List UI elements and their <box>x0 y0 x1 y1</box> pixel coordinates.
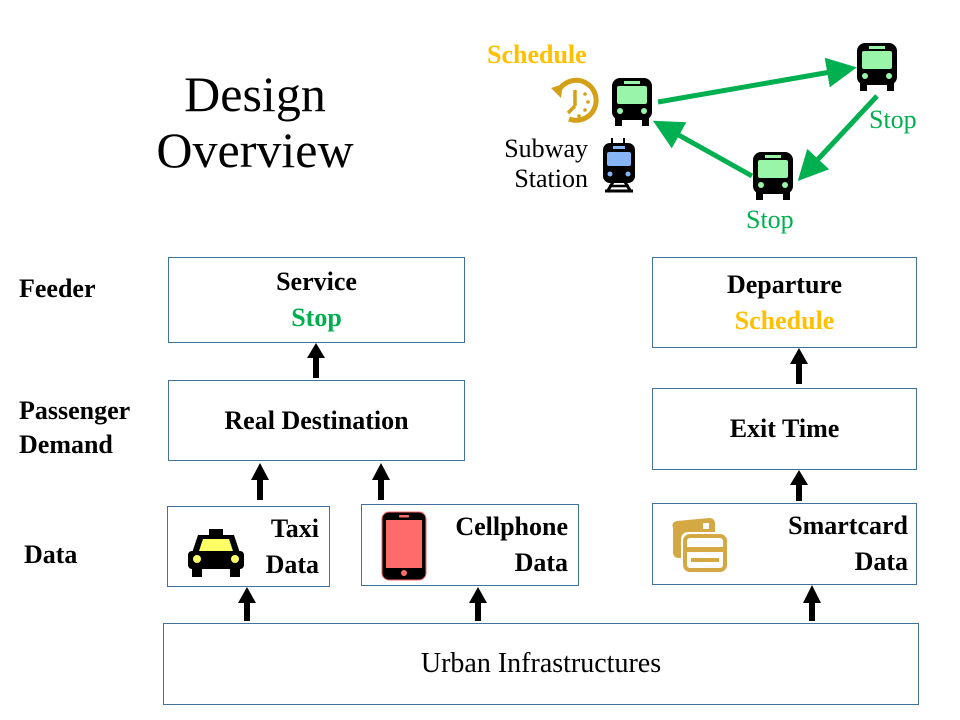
bus-icon <box>857 43 897 91</box>
departure-line-1: Departure <box>726 269 843 299</box>
row-label-demand-line-1: Passenger <box>19 396 131 425</box>
smartcard-data-box: Smartcard Data <box>652 503 917 585</box>
arrow-up-icon <box>469 587 487 621</box>
exit-time-box: Exit Time <box>652 388 917 470</box>
bus-icon <box>612 78 652 126</box>
cellphone-line-2: Data <box>514 548 568 577</box>
smartcard-icon <box>672 518 727 572</box>
cellphone-data-label: Cellphone Data <box>455 509 568 581</box>
cellphone-line-1: Cellphone <box>455 512 568 541</box>
departure-line-2: Schedule <box>734 305 835 335</box>
arrow-up-icon <box>790 348 808 384</box>
real-destination-box: Real Destination <box>168 380 465 461</box>
schedule-clock-icon <box>551 77 599 123</box>
taxi-icon <box>188 529 244 577</box>
smartcard-line-2: Data <box>854 547 908 576</box>
stop-label-bottom: Stop <box>746 205 794 234</box>
row-label-passenger-demand: Passenger Demand <box>19 394 130 462</box>
subway-label-line-2: Station <box>514 164 588 193</box>
route-arrow-to-station <box>652 120 754 179</box>
smartcard-data-label: Smartcard Data <box>788 508 908 580</box>
arrow-up-icon <box>307 343 325 378</box>
exit-time-label: Exit Time <box>729 414 840 443</box>
arrow-up-icon <box>238 587 256 621</box>
real-destination-label: Real Destination <box>224 405 409 435</box>
cellphone-icon <box>381 511 427 581</box>
bus-icon <box>753 152 793 200</box>
stop-label-right: Stop <box>869 105 917 134</box>
row-label-data: Data <box>24 540 78 569</box>
arrow-up-icon <box>803 585 821 621</box>
title-line-2: Overview <box>156 122 354 178</box>
arrow-up-icon <box>790 470 808 501</box>
subway-station-label: Subway Station <box>488 134 588 194</box>
taxi-data-label: Taxi Data <box>266 511 319 583</box>
urban-infrastructures-label: Urban Infrastructures <box>420 648 662 679</box>
row-label-feeder: Feeder <box>19 274 96 303</box>
route-diagram <box>551 43 897 200</box>
smartcard-line-1: Smartcard <box>788 511 908 540</box>
departure-schedule-box: Departure Schedule <box>652 257 917 348</box>
route-arrow-to-stop-bottom <box>797 94 879 181</box>
service-stop-box: Service Stop <box>168 257 465 343</box>
arrow-up-icon <box>372 463 390 500</box>
route-arrow-to-stop-right <box>657 57 857 105</box>
subway-label-line-1: Subway <box>504 134 588 163</box>
schedule-label: Schedule <box>487 40 587 69</box>
row-label-demand-line-2: Demand <box>19 430 113 459</box>
taxi-data-box: Taxi Data <box>167 506 330 587</box>
cellphone-data-box: Cellphone Data <box>361 504 579 586</box>
title-line-1: Design <box>184 66 326 122</box>
service-stop-line-2: Stop <box>291 303 342 332</box>
taxi-line-2: Data <box>265 550 319 579</box>
taxi-line-1: Taxi <box>270 514 319 543</box>
arrow-up-icon <box>251 463 269 500</box>
page-title: Design Overview <box>130 66 380 178</box>
subway-train-icon <box>603 138 635 193</box>
service-stop-line-1: Service <box>276 267 357 296</box>
urban-infrastructures-box: Urban Infrastructures <box>163 623 919 705</box>
